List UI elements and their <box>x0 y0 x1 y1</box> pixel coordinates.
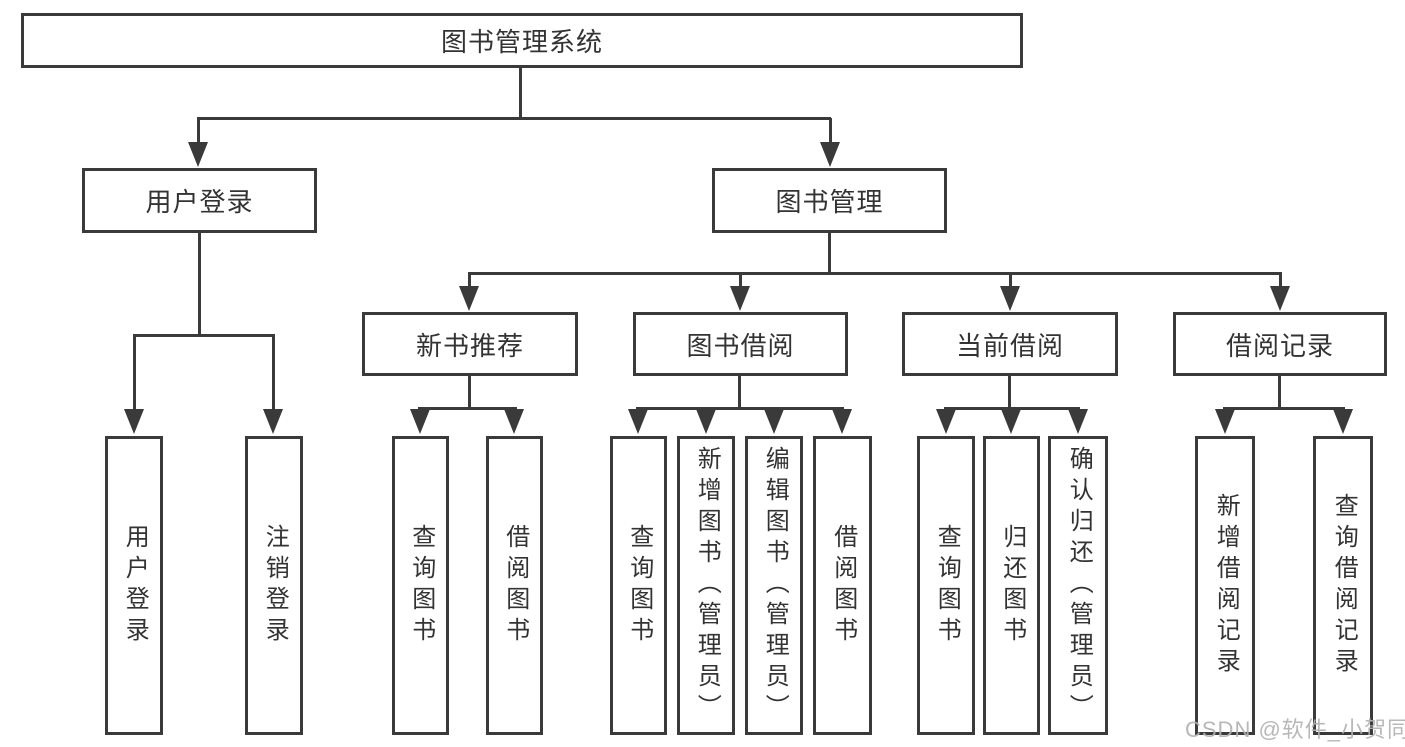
connector-line <box>738 376 741 410</box>
connector-line <box>468 272 1282 275</box>
connector-line <box>1279 273 1282 288</box>
leaf-borrow-add-books-admin: 新增图书（管理员） <box>677 436 735 735</box>
leaf-borrow-borrow-books: 借阅图书 <box>813 436 872 735</box>
connector-line <box>1009 273 1012 288</box>
connector-line <box>1278 376 1281 410</box>
node-root-system: 图书管理系统 <box>21 13 1023 68</box>
node-borrow-records: 借阅记录 <box>1173 312 1387 376</box>
leaf-current-confirm-return-admin: 确认归还（管理员） <box>1048 436 1108 735</box>
connector-line <box>272 334 275 411</box>
connector-line <box>739 273 742 288</box>
connector-arrowhead <box>820 142 840 167</box>
connector-line <box>197 118 200 144</box>
connector-arrowhead <box>1001 409 1021 434</box>
connector-line <box>944 407 1080 410</box>
connector-arrowhead <box>832 409 852 434</box>
connector-arrowhead <box>410 409 430 434</box>
connector-arrowhead <box>459 286 479 311</box>
node-user-login: 用户登录 <box>82 168 317 233</box>
connector-arrowhead <box>188 142 208 167</box>
connector-line <box>418 407 517 410</box>
connector-arrowhead <box>730 286 750 311</box>
connector-line <box>468 273 471 288</box>
connector-line <box>468 376 471 410</box>
connector-line <box>1008 376 1011 410</box>
node-new-book-recommend: 新书推荐 <box>362 312 578 376</box>
connector-line <box>133 334 136 411</box>
connector-line <box>1223 407 1345 410</box>
connector-arrowhead <box>628 409 648 434</box>
connector-line <box>133 334 275 337</box>
connector-arrowhead <box>504 409 524 434</box>
connector-arrowhead <box>764 409 784 434</box>
leaf-records-query-record: 查询借阅记录 <box>1313 436 1373 735</box>
connector-arrowhead <box>263 409 283 434</box>
node-book-borrow: 图书借阅 <box>633 312 848 376</box>
connector-line <box>829 118 832 144</box>
csdn-watermark: CSDN @软件_小贺同学 <box>1185 717 1405 742</box>
connector-arrowhead <box>124 409 144 434</box>
leaf-borrow-query-books: 查询图书 <box>610 436 667 735</box>
connector-line <box>197 117 831 120</box>
connector-arrowhead <box>1215 409 1235 434</box>
leaf-current-return-books: 归还图书 <box>983 436 1040 735</box>
leaf-user-login: 用户登录 <box>105 436 163 735</box>
connector-arrowhead <box>1000 286 1020 311</box>
connector-line <box>636 407 844 410</box>
leaf-logout: 注销登录 <box>245 436 303 735</box>
node-current-borrow: 当前借阅 <box>902 312 1118 376</box>
leaf-newbook-borrow-books: 借阅图书 <box>486 436 543 735</box>
node-book-management: 图书管理 <box>712 168 947 233</box>
connector-line <box>828 233 831 275</box>
leaf-records-add-record: 新增借阅记录 <box>1195 436 1255 735</box>
connector-arrowhead <box>1068 409 1088 434</box>
leaf-current-query-books: 查询图书 <box>917 436 975 735</box>
connector-line <box>519 68 522 120</box>
connector-arrowhead <box>1333 409 1353 434</box>
connector-arrowhead <box>1270 286 1290 311</box>
connector-arrowhead <box>696 409 716 434</box>
leaf-borrow-edit-books-admin: 编辑图书（管理员） <box>745 436 803 735</box>
leaf-newbook-query-books: 查询图书 <box>392 436 449 735</box>
connector-arrowhead <box>936 409 956 434</box>
connector-line <box>198 233 201 337</box>
